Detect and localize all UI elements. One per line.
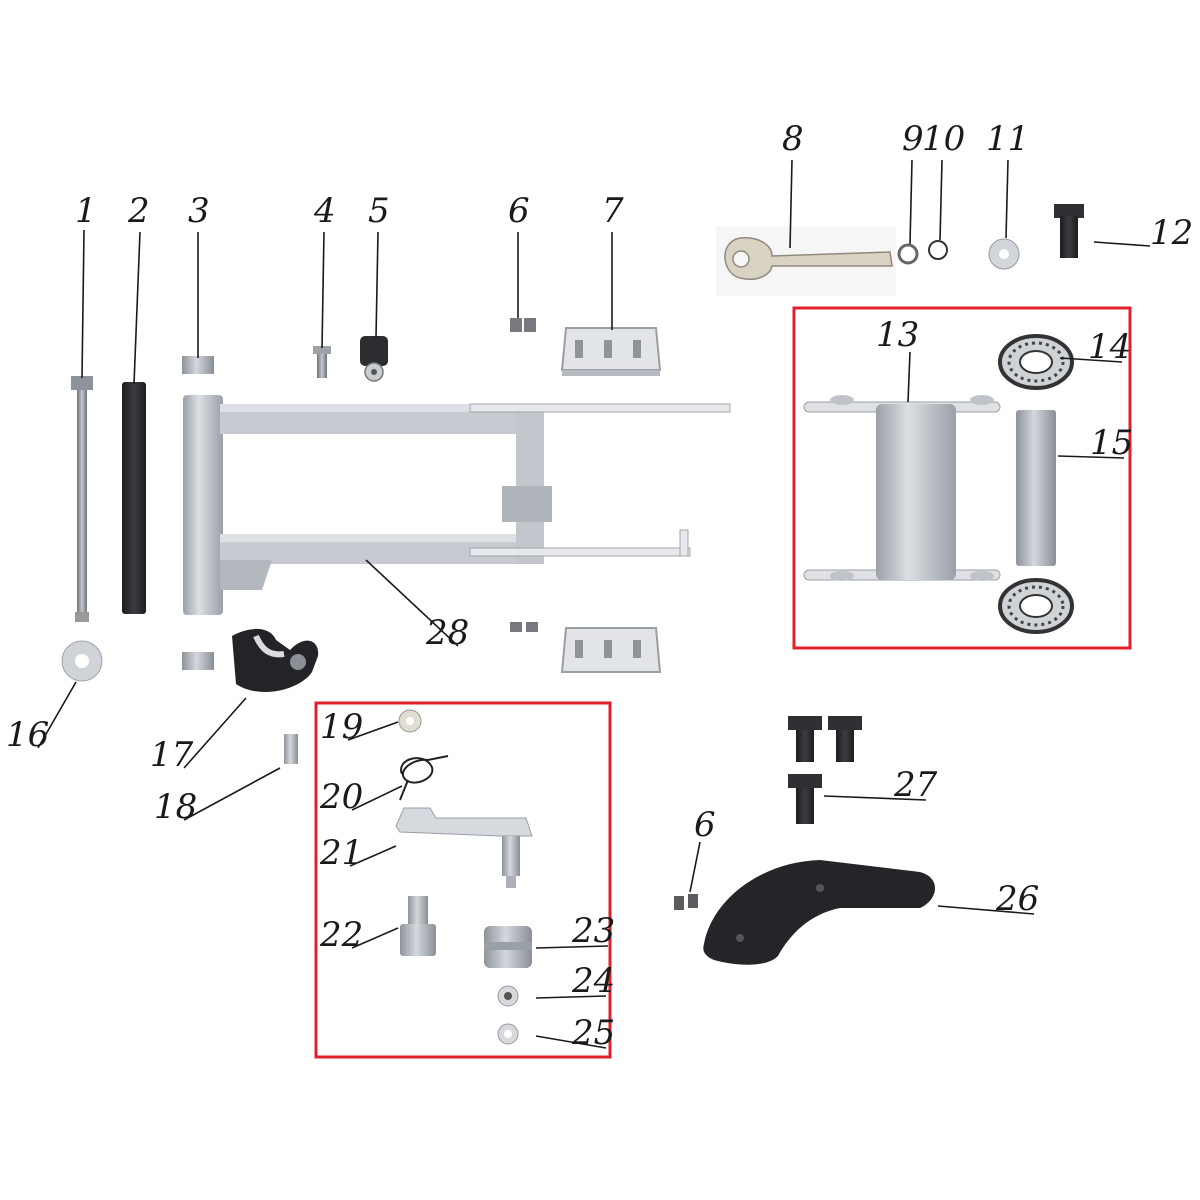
- callout-20: 20: [319, 777, 363, 817]
- callout-13: 13: [876, 315, 919, 355]
- part-22-pivot-pin: [400, 896, 436, 956]
- part-23-spool-bushing: [484, 926, 532, 968]
- part-3-bushing: [182, 356, 214, 670]
- callout-9: 9: [902, 119, 924, 159]
- callout-7: 7: [602, 191, 624, 231]
- part-21-stand-lever: [395, 807, 533, 888]
- part-24-washer: [497, 985, 519, 1007]
- callout-5: 5: [368, 191, 390, 231]
- part-28-swingarm-frame: [183, 395, 731, 615]
- part-1-long-bolt: [71, 376, 93, 622]
- callout-26: 26: [995, 879, 1039, 919]
- callout-4: 4: [313, 191, 336, 231]
- callout-22: 22: [319, 915, 363, 955]
- part-26-cover: [703, 860, 936, 965]
- part-11-flat-washer: [988, 238, 1020, 270]
- callout-11: 11: [986, 119, 1029, 159]
- part-10-o-ring: [928, 240, 948, 260]
- part-9-washer: [897, 243, 919, 265]
- callout-6-top: 6: [508, 191, 530, 231]
- part-12-flange-bolt: [1054, 204, 1084, 258]
- part-7-slotted-plate: [560, 327, 662, 673]
- callout-28: 28: [425, 613, 469, 653]
- callout-25: 25: [571, 1013, 615, 1053]
- callout-6-bottom: 6: [694, 805, 716, 845]
- part-14-bearing: [998, 334, 1074, 634]
- callout-23: 23: [571, 911, 615, 951]
- callout-12: 12: [1150, 213, 1193, 253]
- part-6-screws-top: [510, 318, 538, 632]
- leader-lines: [37, 159, 1151, 1049]
- part-25-washer: [497, 1023, 519, 1045]
- part-2-dark-sleeve: [122, 382, 146, 614]
- part-17-clamp-bracket: [232, 628, 319, 693]
- part-27-flange-bolts: [788, 716, 862, 824]
- callout-15: 15: [1090, 423, 1133, 463]
- callout-2: 2: [127, 191, 150, 231]
- callout-24: 24: [571, 961, 615, 1001]
- part-20-spring: [399, 755, 449, 801]
- callout-19: 19: [320, 707, 363, 747]
- part-16-washer: [61, 640, 103, 682]
- callout-21: 21: [319, 833, 363, 873]
- part-5-latch-clip: [360, 336, 388, 382]
- callout-1: 1: [75, 191, 97, 231]
- part-18-pin: [284, 734, 298, 764]
- part-15-sleeve: [1016, 410, 1056, 566]
- callout-3: 3: [188, 191, 210, 231]
- highlight-box-hinge: [792, 306, 1132, 650]
- callout-8: 8: [782, 119, 804, 159]
- callout-labels: 1 2 3 4 5 6 7 8 9 10 11 12 13 14 15 16 1…: [6, 119, 1193, 1053]
- part-4-small-bolt: [313, 346, 331, 378]
- callout-16: 16: [6, 715, 49, 755]
- callout-17: 17: [150, 735, 194, 775]
- part-8-eye-rod: [716, 226, 896, 296]
- part-13-hinge-tube: [803, 395, 1001, 581]
- part-19-washer: [398, 709, 422, 733]
- callout-10: 10: [922, 119, 965, 159]
- callout-27: 27: [893, 765, 938, 805]
- part-6-screws-bottom: [674, 894, 698, 910]
- callout-18: 18: [154, 787, 197, 827]
- callout-14: 14: [1088, 327, 1131, 367]
- highlight-box-kickstand: [314, 701, 612, 1059]
